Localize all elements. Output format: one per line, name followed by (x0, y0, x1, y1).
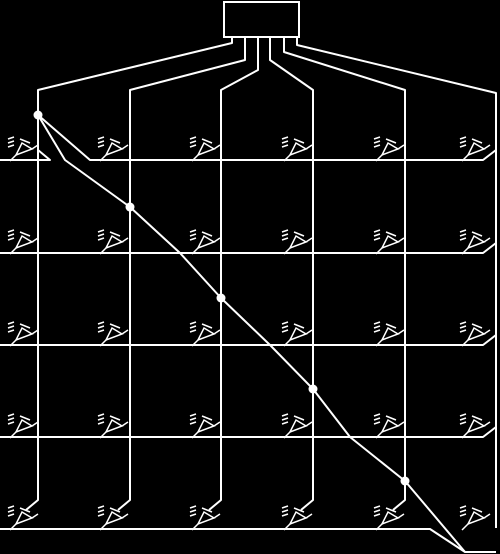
row-wire-3 (0, 334, 497, 346)
led-icon (373, 321, 405, 347)
led-icon (97, 321, 129, 347)
chip-icon (223, 1, 300, 38)
led-icon (373, 136, 405, 162)
led-icon (281, 413, 313, 439)
led-icon (189, 229, 221, 255)
column-wire-3 (208, 37, 259, 511)
led-layer (7, 136, 491, 531)
led-icon (97, 505, 129, 531)
led-icon (459, 136, 491, 162)
junction-dot (125, 202, 135, 212)
led-icon (189, 321, 221, 347)
led-icon (7, 136, 39, 162)
led-icon (281, 321, 313, 347)
led-icon (7, 505, 39, 531)
led-icon (7, 321, 39, 347)
row-wire-4 (0, 426, 497, 438)
row-wire-1-left (0, 149, 51, 161)
led-icon (7, 229, 39, 255)
led-icon (7, 413, 39, 439)
column-wire-2 (117, 37, 246, 511)
wires-layer (0, 37, 497, 553)
column-wire-1 (25, 37, 233, 511)
junction-layer (33, 110, 410, 486)
led-icon (189, 413, 221, 439)
column-wire-5 (283, 37, 406, 511)
led-icon (189, 505, 221, 531)
led-icon (459, 229, 491, 255)
led-icon (459, 413, 491, 439)
column-wire-6 (296, 37, 497, 528)
led-icon (373, 413, 405, 439)
led-icon (97, 413, 129, 439)
led-icon (281, 136, 313, 162)
led-icon (281, 505, 313, 531)
led-icon (373, 505, 405, 531)
junction-dot (308, 384, 318, 394)
led-icon (97, 136, 129, 162)
led-icon (189, 136, 221, 162)
row-wire-5 (0, 528, 496, 553)
junction-dot (400, 476, 410, 486)
led-icon (459, 505, 491, 531)
junction-dot (216, 293, 226, 303)
row-wire-1 (37, 114, 497, 161)
led-icon (281, 229, 313, 255)
led-icon (459, 321, 491, 347)
led-icon (97, 229, 129, 255)
led-icon (373, 229, 405, 255)
diagonal-wire (37, 114, 466, 553)
junction-dot (33, 110, 43, 120)
column-wire-4 (269, 37, 314, 511)
